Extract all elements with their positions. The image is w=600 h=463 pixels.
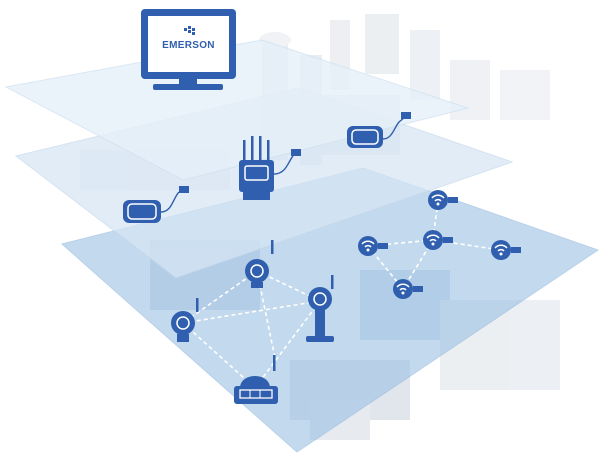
transmitter-icon <box>171 298 199 342</box>
thum-adapter-icon <box>347 112 411 148</box>
wireless-device-icon <box>491 240 521 260</box>
wireless-gateway-device-icon <box>234 355 278 404</box>
wireless-adapter-icon <box>123 186 189 223</box>
emerson-logo-icon <box>184 26 195 35</box>
wireless-device-icon <box>423 230 453 250</box>
wireless-device-icon <box>393 279 423 299</box>
transmitter-icon <box>245 240 274 288</box>
brand-name: EMERSON <box>162 40 215 51</box>
wireless-device-icon <box>358 236 388 256</box>
monitor-icon: EMERSON <box>141 9 236 90</box>
gateway-icon <box>239 136 301 200</box>
wireless-device-icon <box>428 190 458 210</box>
transmitter-icon <box>306 275 334 342</box>
